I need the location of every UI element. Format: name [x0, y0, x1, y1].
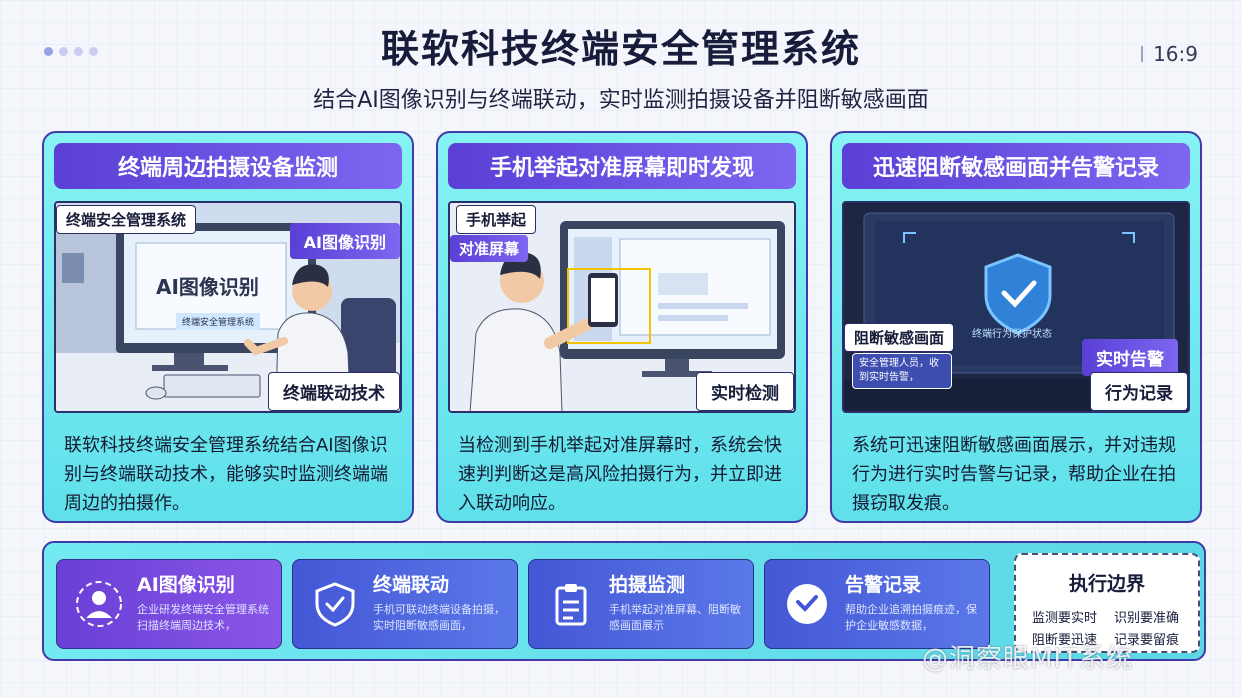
tag-ai-recognition: AI图像识别 [289, 223, 400, 259]
card-blocking: 迅速阻断敏感画面并告警记录 终端行为保护状态 阻断敏感画面 安全管理人员，收到实… [830, 131, 1202, 523]
boundary-title: 执行边界 [1068, 573, 1145, 595]
tag-realtime-detection: 实时检测 [696, 372, 794, 411]
page-subtitle: 结合AI图像识别与终端联动，实时监测拍摄设备并阻断敏感画面 [313, 88, 929, 113]
page-title: 联软科技终端安全管理系统 [380, 27, 861, 71]
boundary-item: 记录要留痕 [1114, 633, 1180, 648]
boundary-item: 识别要准确 [1114, 611, 1180, 626]
tag-behavior-record: 行为记录 [1090, 372, 1188, 411]
screen-status-text: 终端行为保护状态 [972, 329, 1052, 340]
admin-alert-note: 安全管理人员，收到实时告警， [852, 353, 952, 389]
feature-title: 告警记录 [845, 574, 922, 596]
tag-block-screen: 阻断敏感画面 [844, 323, 955, 352]
execution-boundary-box: 执行边界 监测要实时 识别要准确 阻断要迅速 记录要留痕 [1014, 553, 1200, 653]
feature-desc: 手机举起对准屏幕、阻断敏感画面展示 [609, 603, 741, 632]
tag-linkage-tech: 终端联动技术 [268, 372, 400, 411]
tag-system: 终端安全管理系统 [56, 205, 197, 234]
card-description: 系统可迅速阻断敏感画面展示，并对违规行为进行实时告警与记录，帮助企业在拍摄窃取发… [852, 435, 1176, 514]
tag-realtime-alert: 实时告警 [1082, 339, 1178, 376]
watermark: @洞察眼MIT系统 [922, 644, 1133, 674]
feature-title: 拍摄监测 [609, 574, 686, 596]
card-title: 终端周边拍摄设备监测 [54, 143, 402, 189]
aspect-ratio-label: 16:9 [1141, 42, 1198, 66]
card-title: 手机举起对准屏幕即时发现 [448, 143, 796, 189]
check-badge-icon [781, 578, 833, 630]
feature-capture-monitoring: 拍摄监测 手机举起对准屏幕、阻断敏感画面展示 [528, 559, 754, 649]
card-monitoring: 终端周边拍摄设备监测 AI图像识别 终端安全管理系统 终端安全管理系统 AI图像… [42, 131, 414, 523]
feature-alert-record: 告警记录 帮助企业追溯拍摄痕迹，保护企业敏感数据， [764, 559, 990, 649]
shield-icon [309, 578, 361, 630]
person-icon [73, 578, 125, 630]
card-title: 迅速阻断敏感画面并告警记录 [842, 143, 1190, 189]
tag-aim-screen: 对准屏幕 [450, 235, 529, 262]
scene-blocked-screen: 终端行为保护状态 阻断敏感画面 安全管理人员，收到实时告警， 实时告警 行为记录 [842, 201, 1190, 413]
scene-phone-raised: 手机举起 对准屏幕 实时检测 [448, 201, 796, 413]
boundary-item: 阻断要迅速 [1032, 633, 1098, 648]
feature-desc: 企业研发终端安全管理系统扫描终端周边技术， [137, 603, 269, 632]
card-description: 当检测到手机举起对准屏幕时，系统会快速判判断这是高风险拍摄行为，并立即进入联动响… [458, 435, 782, 514]
screen-label: AI图像识别 [156, 275, 259, 299]
card-description: 联软科技终端安全管理系统结合AI图像识别与终端联动技术，能够实时监测终端端周边的… [64, 435, 388, 514]
scene-office-monitor: AI图像识别 终端安全管理系统 终端安全管理系统 AI图像识别 终端联动技术 [54, 201, 402, 413]
decor-dots [44, 47, 98, 56]
screen-small-label: 终端安全管理系统 [176, 313, 261, 330]
feature-desc: 手机可联动终端设备拍摄，实时阻断敏感画面， [373, 603, 505, 632]
feature-ai-recognition: AI图像识别 企业研发终端安全管理系统扫描终端周边技术， [56, 559, 282, 649]
feature-strip: AI图像识别 企业研发终端安全管理系统扫描终端周边技术， 终端联动 手机可联动终… [42, 541, 1206, 661]
feature-desc: 帮助企业追溯拍摄痕迹，保护企业敏感数据， [845, 603, 977, 632]
boundary-item: 监测要实时 [1032, 611, 1098, 626]
card-detection: 手机举起对准屏幕即时发现 手机举起 对准屏幕 实时检测 当检测到手机举起对准屏幕… [436, 131, 808, 523]
feature-title: 终端联动 [373, 574, 450, 596]
tag-phone-raised: 手机举起 [456, 205, 537, 234]
feature-terminal-linkage: 终端联动 手机可联动终端设备拍摄，实时阻断敏感画面， [292, 559, 518, 649]
feature-title: AI图像识别 [137, 574, 235, 596]
clipboard-icon [545, 578, 597, 630]
